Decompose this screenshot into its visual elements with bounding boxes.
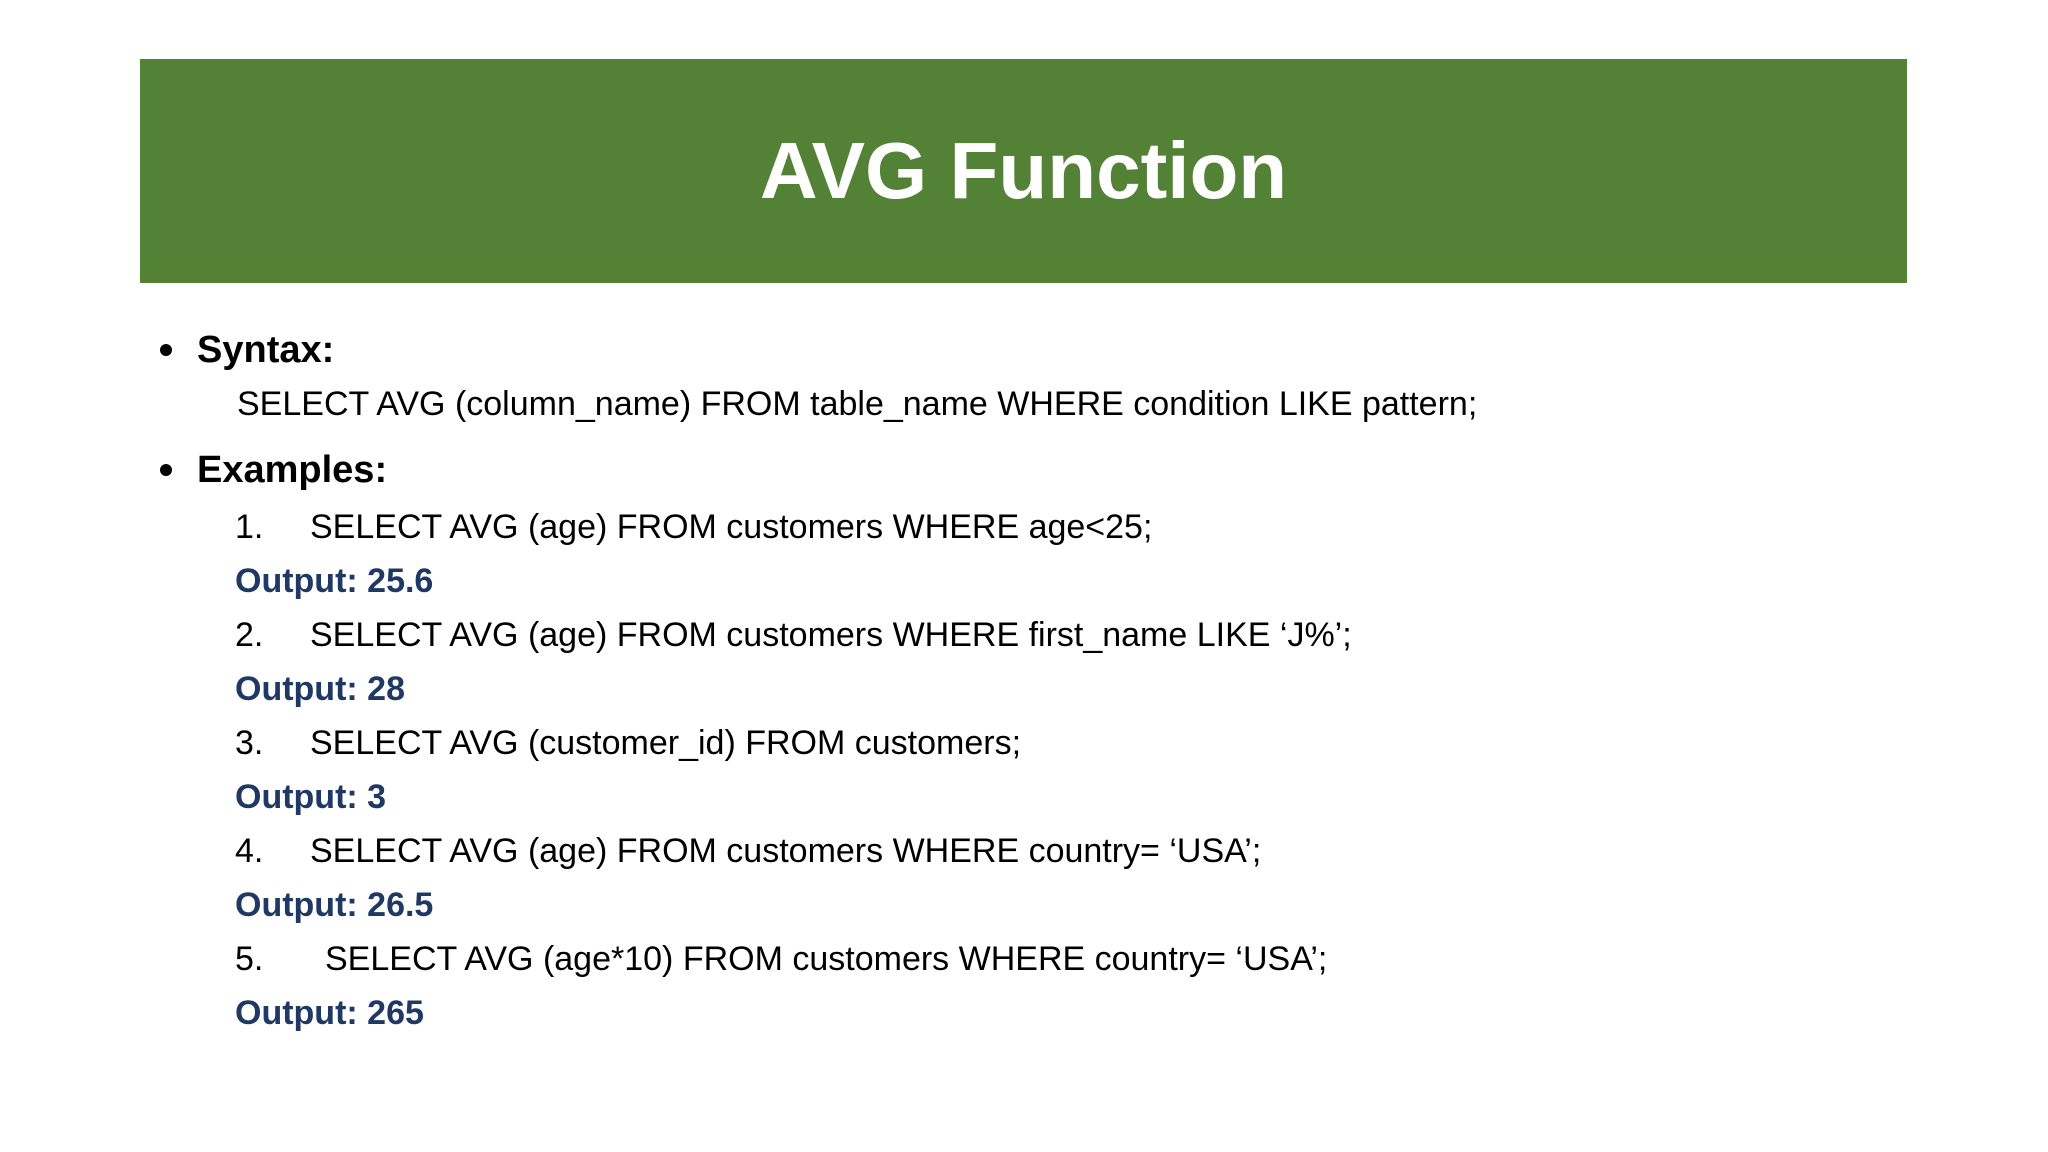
title-banner: AVG Function — [140, 59, 1907, 283]
example-number: 5. — [235, 940, 264, 978]
slide-title: AVG Function — [759, 126, 1288, 215]
bullet-icon — [160, 344, 172, 356]
example-output: Output: 25.6 — [235, 562, 434, 600]
examples-heading-label: Examples: — [197, 449, 388, 491]
example-statement-line: 4. SELECT AVG (age) FROM customers WHERE … — [0, 824, 2048, 878]
example-output: Output: 3 — [235, 778, 387, 816]
example-output: Output: 26.5 — [235, 886, 434, 924]
example-statement-line: 1. SELECT AVG (age) FROM customers WHERE … — [0, 500, 2048, 554]
example-output: Output: 265 — [235, 994, 424, 1032]
example-item: 1. SELECT AVG (age) FROM customers WHERE … — [0, 500, 2048, 608]
example-statement: SELECT AVG (customer_id) FROM customers; — [310, 724, 1022, 762]
example-number: 4. — [235, 832, 264, 870]
example-item: 4. SELECT AVG (age) FROM customers WHERE … — [0, 824, 2048, 932]
syntax-heading-label: Syntax: — [197, 329, 335, 371]
example-item: 3. SELECT AVG (customer_id) FROM customer… — [0, 716, 2048, 824]
example-statement: SELECT AVG (age) FROM customers WHERE ag… — [310, 508, 1153, 546]
syntax-statement: SELECT AVG (column_name) FROM table_name… — [237, 385, 1478, 423]
slide-body: Syntax: SELECT AVG (column_name) FROM ta… — [0, 283, 2048, 1040]
examples-list: 1. SELECT AVG (age) FROM customers WHERE … — [0, 500, 2048, 1040]
syntax-heading-line: Syntax: — [0, 323, 2048, 377]
example-statement: SELECT AVG (age) FROM customers WHERE fi… — [310, 616, 1352, 654]
example-statement-line: 2. SELECT AVG (age) FROM customers WHERE … — [0, 608, 2048, 662]
example-number: 2. — [235, 616, 264, 654]
example-statement: SELECT AVG (age*10) FROM customers WHERE… — [325, 940, 1328, 978]
example-number: 3. — [235, 724, 264, 762]
example-output: Output: 28 — [235, 670, 405, 708]
example-statement-line: 5. SELECT AVG (age*10) FROM customers WHE… — [0, 932, 2048, 986]
example-statement-line: 3. SELECT AVG (customer_id) FROM customer… — [0, 716, 2048, 770]
example-item: 5. SELECT AVG (age*10) FROM customers WHE… — [0, 932, 2048, 1040]
example-statement: SELECT AVG (age) FROM customers WHERE co… — [310, 832, 1262, 870]
example-number: 1. — [235, 508, 264, 546]
bullet-icon — [160, 464, 172, 476]
example-item: 2. SELECT AVG (age) FROM customers WHERE … — [0, 608, 2048, 716]
examples-heading-line: Examples: — [0, 443, 2048, 497]
